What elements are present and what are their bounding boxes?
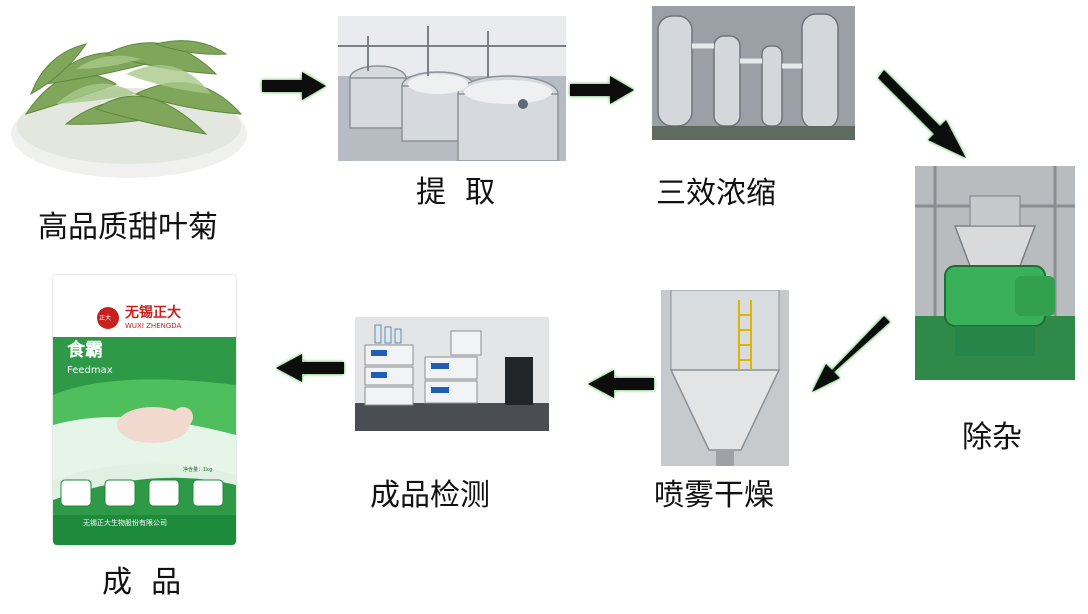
label-concentrate: 三效浓缩 <box>656 176 776 211</box>
inspection-lab-image <box>355 317 549 431</box>
arrow-right-icon <box>262 72 326 100</box>
product-name-cn: 食霸 <box>67 340 103 361</box>
brand-name-cn: 无锡正大 <box>125 305 181 321</box>
net-weight: 净含量：1kg <box>183 467 213 473</box>
label-extract: 提 取 <box>416 175 496 210</box>
label-purify: 除杂 <box>962 420 1022 455</box>
label-spray-dry: 喷雾干燥 <box>654 478 774 513</box>
arrow-left-icon <box>276 354 344 382</box>
brand-logo <box>97 307 119 329</box>
arrow-down-left-icon <box>812 316 890 392</box>
arrow-right-icon <box>570 76 634 104</box>
arrow-left-icon <box>588 370 654 398</box>
label-stevia: 高品质甜叶菊 <box>38 210 218 245</box>
label-inspect: 成品检测 <box>370 478 490 513</box>
arrow-down-right-icon <box>878 70 966 158</box>
stevia-leaves-image <box>6 14 252 182</box>
separator-image <box>915 166 1075 380</box>
product-package: 正大 无锡正大 WUXI ZHENGDA 食霸 Feedmax 净含量：1kg … <box>53 275 236 545</box>
label-product: 成 品 <box>102 565 182 600</box>
brand-name-en: WUXI ZHENGDA <box>125 322 182 330</box>
evaporator-image <box>652 6 855 140</box>
product-name-en: Feedmax <box>67 365 113 376</box>
spray-dryer-image <box>661 290 789 466</box>
brand-logo-text: 正大 <box>99 315 112 322</box>
company-name: 无锡正大生物股份有限公司 <box>83 519 167 527</box>
extraction-tanks-image <box>338 16 566 161</box>
